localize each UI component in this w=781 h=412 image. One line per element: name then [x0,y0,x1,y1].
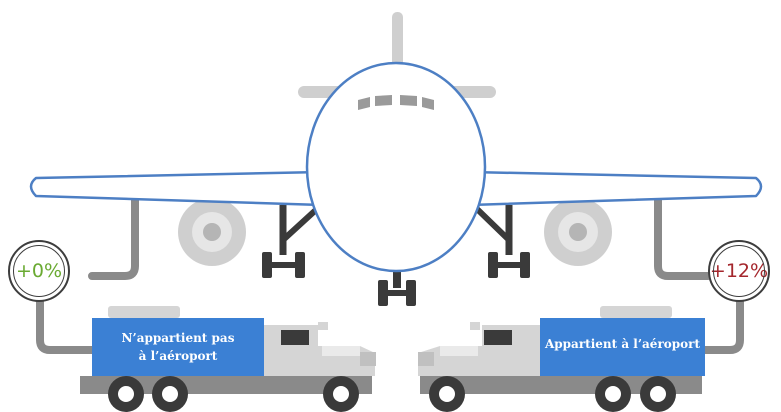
right-fuel-hose-lower [705,298,740,350]
left-tank-label-line2: à l’aéroport [139,347,218,365]
fuselage [307,63,485,271]
left-wing [31,172,322,205]
right-tank-label: Appartient à l’aéroport [540,322,705,366]
left-change-badge: +0% [8,240,70,302]
left-engine [178,198,246,266]
right-engine [544,198,612,266]
right-fuel-hose [658,200,708,276]
left-fuel-hose [92,200,135,276]
left-fuel-hose-lower [40,298,92,350]
right-wing [470,172,761,205]
right-tank-label-text: Appartient à l’aéroport [545,335,700,353]
right-change-badge: +12% [708,240,770,302]
left-change-value: +0% [16,260,62,282]
left-tank-label-line1: N’appartient pas [122,329,235,347]
left-tank-label: N’appartient pas à l’aéroport [92,322,264,372]
left-landing-gear [262,205,318,278]
right-change-value: +12% [710,260,768,282]
right-landing-gear [476,205,530,278]
